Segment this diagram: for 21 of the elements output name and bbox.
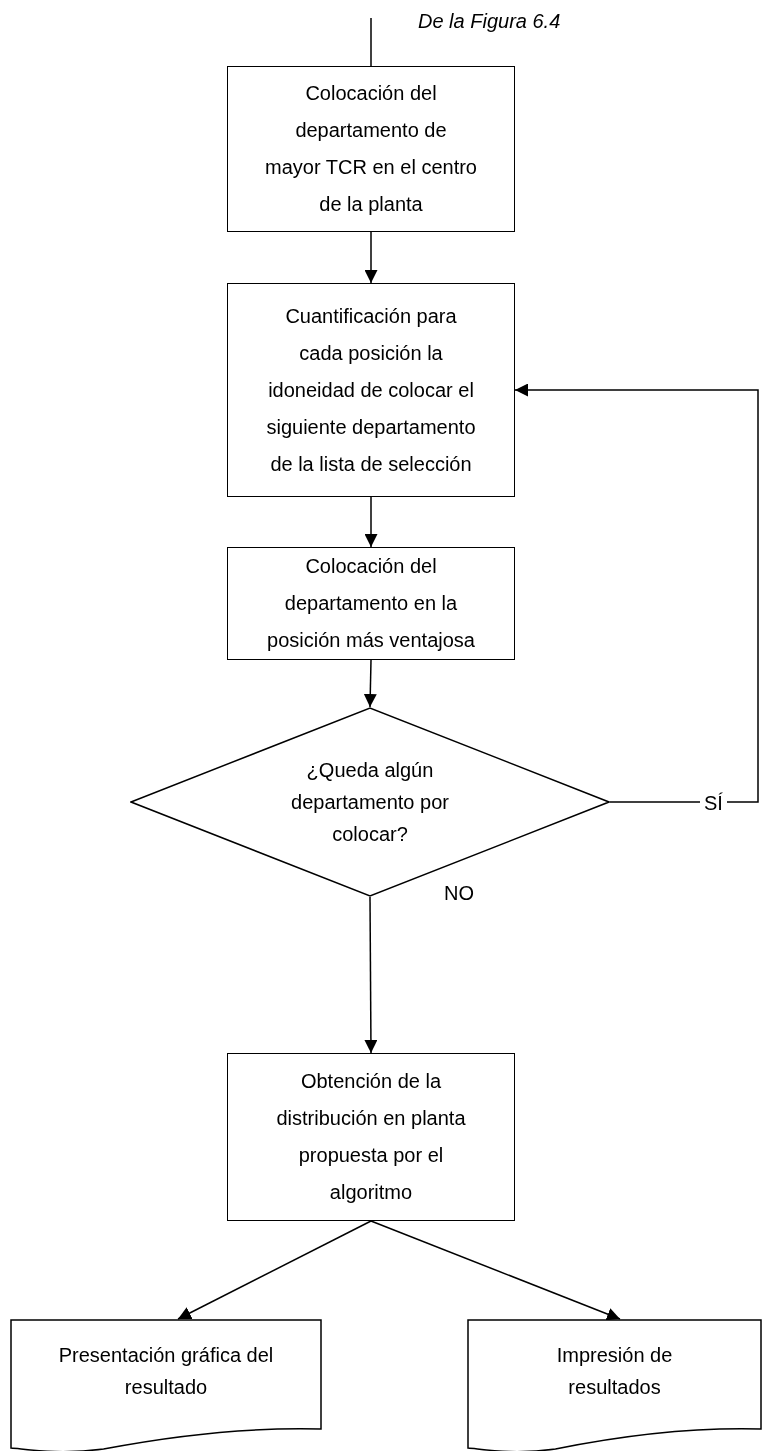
arrow: [364, 231, 378, 284]
arrow: [363, 659, 377, 708]
node-text: Colocación del departamento en la posición más ventajosa: [267, 555, 475, 651]
node-text: Colocación del departamento de mayor TCR en el centro de la planta: [265, 82, 477, 215]
document-shape: [467, 1319, 762, 1451]
process-box: [227, 66, 515, 232]
arrow: [177, 1220, 372, 1320]
node-text: Cuantificación para cada posición la idoneidad de colocar el siguiente departamento de la lista de selección: [266, 304, 476, 475]
arrow: [370, 1220, 621, 1321]
process-box: [227, 283, 515, 497]
arrow: [364, 896, 378, 1054]
node-text: ¿Queda algún departamento por colocar?: [291, 759, 449, 845]
arrow: [514, 383, 759, 803]
node-text: Obtención de la distribución en planta propuesta por el algoritmo: [276, 1070, 466, 1203]
process-box: [227, 1053, 515, 1221]
node-text: Impresión de resultados: [556, 1344, 673, 1398]
document-shape: [10, 1319, 322, 1451]
arrow: [364, 496, 378, 548]
node-text: Presentación gráfica del resultado: [58, 1344, 274, 1398]
source-note: De la Figura 6.4: [418, 9, 561, 34]
process-box: [227, 547, 515, 660]
